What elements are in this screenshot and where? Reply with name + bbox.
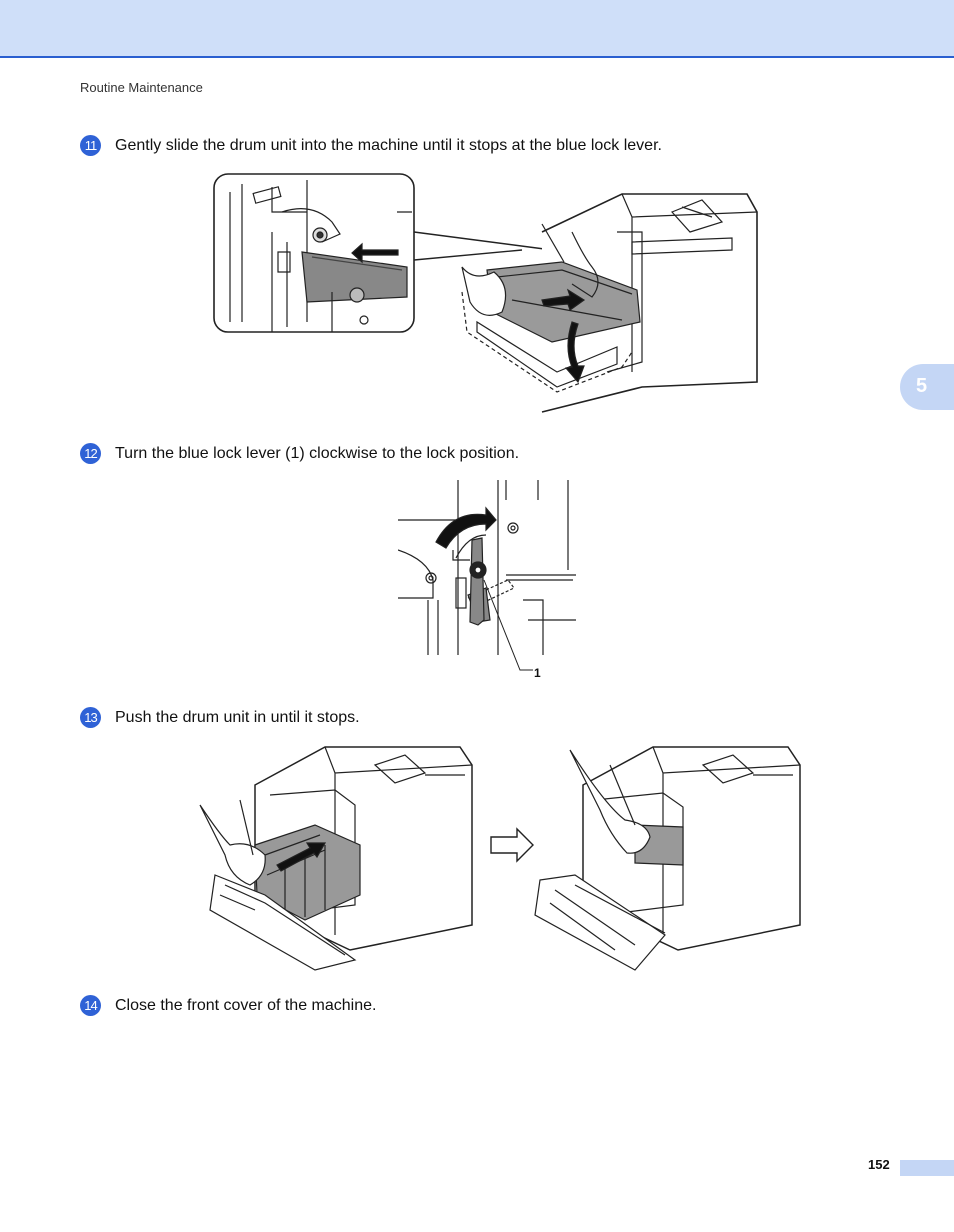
drum-insert-illustration xyxy=(213,173,758,413)
step-number-badge: 14 xyxy=(80,995,101,1016)
chapter-number: 5 xyxy=(916,375,928,397)
step-number-badge: 12 xyxy=(80,443,101,464)
step-13: 13 Push the drum unit in until it stops. xyxy=(80,707,360,728)
step-11: 11 Gently slide the drum unit into the m… xyxy=(80,135,662,156)
lock-lever-illustration: 1 xyxy=(398,480,576,680)
page-number: 152 xyxy=(868,1157,890,1172)
step-number-badge: 11 xyxy=(80,135,101,156)
step-text: Turn the blue lock lever (1) clockwise t… xyxy=(115,444,520,462)
page-number-tab xyxy=(900,1160,954,1176)
step-number-badge: 13 xyxy=(80,707,101,728)
chapter-tab: 5 xyxy=(900,364,954,410)
step-text: Gently slide the drum unit into the mach… xyxy=(115,136,662,154)
callout-label: 1 xyxy=(534,666,541,680)
push-drum-illustration xyxy=(199,746,801,971)
step-text: Close the front cover of the machine. xyxy=(115,996,377,1014)
section-title: Routine Maintenance xyxy=(80,80,203,95)
step-14: 14 Close the front cover of the machine. xyxy=(80,995,376,1016)
step-12: 12 Turn the blue lock lever (1) clockwis… xyxy=(80,443,519,464)
step-text: Push the drum unit in until it stops. xyxy=(115,708,360,726)
header-bar xyxy=(0,0,954,58)
